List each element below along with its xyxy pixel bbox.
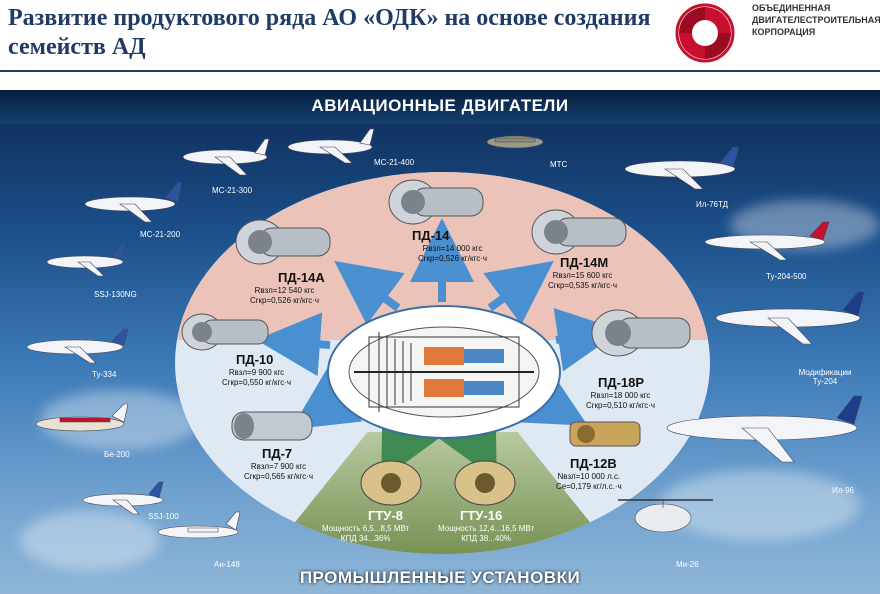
aircraft-label-mts: МТС (550, 160, 568, 169)
aircraft-label-il76td: Ил-76ТД (696, 200, 729, 209)
gtu8-power: Мощность 6,5...8,5 МВт (322, 524, 410, 533)
aircraft-label-tu334: Ту-334 (92, 370, 117, 379)
pd7-sfc: Сrкр=0,565 кг/кгс·ч (244, 472, 314, 481)
logo-text-line1: ОБЪЕДИНЕННАЯ (752, 3, 831, 13)
pd10-engine-image (180, 312, 280, 357)
pd14a-name: ПД-14А (278, 270, 325, 285)
logo-text: ОБЪЕДИНЕННАЯ ДВИГАТЕЛЕСТРОИТЕЛЬНАЯ КОРПО… (752, 2, 880, 38)
gtu16-spec: Мощность 12,4...16,5 МВт КПД 38...40% (438, 524, 534, 544)
aircraft-label-tu204-mods-text: Модификации Ту-204 (798, 368, 852, 386)
aircraft-label-tu204-mods: Модификации Ту-204 (792, 368, 858, 386)
gtu8-image (356, 458, 426, 513)
odk-logo-icon (672, 2, 738, 64)
aircraft-label-ssj100: SSJ-100 (148, 512, 179, 521)
aircraft-icon (715, 291, 865, 345)
pd18r-thrust: Rвзл=18 000 кгс (590, 391, 651, 400)
pd14-name: ПД-14 (412, 228, 450, 243)
pd14m-sfc: Сrкр=0,535 кг/кгс·ч (548, 281, 618, 290)
pd14-spec: Rвзл=14 000 кгс Сrкр=0,526 кг/кгс·ч (418, 244, 487, 264)
pd7-spec: Rвзл=7 900 кгс Сrкр=0,565 кг/кгс·ч (244, 462, 313, 482)
pd12v-spec: Nвзл=10 000 л.с. Се=0,179 кг/л.с.·ч (556, 472, 622, 492)
aircraft-label-ms21-200: МС-21-200 (140, 230, 181, 239)
pd14m-thrust: Rвзл=15 600 кгс (552, 271, 613, 280)
aircraft-label-ms21-400: МС-21-400 (374, 158, 415, 167)
pd12v-sfc: Се=0,179 кг/л.с.·ч (556, 482, 622, 491)
aircraft-icon (287, 128, 375, 164)
aircraft-icon (35, 403, 129, 432)
arrow-pd10 (256, 312, 331, 377)
arrow-pd14m (483, 261, 554, 325)
pd14m-spec: Rвзл=15 600 кгс Сrкр=0,535 кг/кгс·ч (548, 271, 617, 291)
pd12v-engine-image (566, 416, 646, 457)
arrow-pd14a (334, 261, 405, 325)
pd14a-engine-image (232, 218, 342, 271)
aircraft-label-tu204-500: Ту-204-500 (766, 272, 807, 281)
pd7-thrust: Rвзл=7 900 кгс (250, 462, 307, 471)
section-industrial-title: ПРОМЫШЛЕННЫЕ УСТАНОВКИ (299, 568, 581, 587)
gtu16-image (450, 458, 520, 513)
pd18r-engine-image (588, 308, 698, 363)
aircraft-label-ms21-300: МС-21-300 (212, 186, 253, 195)
aircraft-label-ssj130ng: SSJ-130NG (94, 290, 137, 299)
aircraft-icon (182, 138, 270, 176)
header-divider (0, 70, 880, 72)
aircraft-icon (84, 181, 183, 223)
aircraft-icon (26, 328, 129, 364)
pd10-name: ПД-10 (236, 352, 274, 367)
pd10-sfc: Сrкр=0,550 кг/кгс·ч (222, 378, 292, 387)
slide-title: Развитие продуктового ряда АО «ОДК» на о… (8, 5, 651, 60)
pd14-sfc: Сrкр=0,526 кг/кгс·ч (418, 254, 488, 263)
aircraft-label-il96: Ил-96 (832, 486, 854, 495)
slide-header: Развитие продуктового ряда АО «ОДК» на о… (0, 0, 880, 78)
pd14a-thrust: Rвзл=12 540 кгс (254, 286, 315, 295)
helicopter-icon (618, 499, 713, 533)
aircraft-icon (666, 395, 863, 463)
pd18r-spec: Rвзл=18 000 кгс Сrкр=0,510 кг/кгс·ч (586, 391, 655, 411)
gtu16-efficiency: КПД 38...40% (461, 534, 511, 543)
aircraft-label-an148: Ан-148 (214, 560, 240, 569)
product-line-diagram: АВИАЦИОННЫЕ ДВИГАТЕЛИ (0, 90, 880, 594)
aircraft-label-be200: Бе-200 (104, 450, 130, 459)
aircraft-icon (157, 511, 241, 539)
pd14-engine-image (385, 178, 495, 231)
pd14a-spec: Rвзл=12 540 кгс Сrкр=0,526 кг/кгс·ч (250, 286, 319, 306)
gtu8-spec: Мощность 6,5...8,5 МВт КПД 34...36% (322, 524, 409, 544)
cloud (660, 470, 860, 540)
pd14a-sfc: Сrкр=0,526 кг/кгс·ч (250, 296, 320, 305)
pd18r-sfc: Сrкр=0,510 кг/кгс·ч (586, 401, 656, 410)
logo-text-line2: ДВИГАТЕЛЕСТРОИТЕЛЬНАЯ (752, 15, 880, 25)
gtu16-power: Мощность 12,4...16,5 МВт (438, 524, 535, 533)
cloud (20, 510, 160, 570)
pd10-thrust: Rвзл=9 900 кгс (228, 368, 285, 377)
pd12v-name: ПД-12В (570, 456, 617, 471)
section-aviation-title: АВИАЦИОННЫЕ ДВИГАТЕЛИ (311, 96, 569, 115)
arrow-pd18r (553, 307, 622, 372)
base-engine-cutaway (327, 305, 561, 439)
gtu8-name: ГТУ-8 (368, 508, 403, 523)
aircraft-layer (26, 128, 865, 539)
pd14-thrust: Rвзл=14 000 кгс (422, 244, 483, 253)
aircraft-icon (624, 146, 740, 190)
pd10-spec: Rвзл=9 900 кгс Сrкр=0,550 кг/кгс·ч (222, 368, 291, 388)
aircraft-icon (486, 135, 544, 149)
pd12v-power: Nвзл=10 000 л.с. (557, 472, 621, 481)
logo-text-line3: КОРПОРАЦИЯ (752, 27, 816, 37)
aircraft-icon (704, 221, 830, 261)
gtu8-efficiency: КПД 34...36% (340, 534, 391, 543)
gtu16-name: ГТУ-16 (460, 508, 503, 523)
aircraft-icon (46, 243, 127, 277)
aircraft-label-mi26: Ми-26 (676, 560, 699, 569)
pd7-engine-image (228, 408, 318, 449)
pd18r-name: ПД-18Р (598, 375, 645, 390)
pd14m-name: ПД-14М (560, 255, 609, 270)
pd14m-engine-image (528, 208, 638, 261)
top-band (0, 90, 880, 124)
aircraft-icon (82, 481, 164, 515)
pd7-name: ПД-7 (262, 446, 293, 461)
